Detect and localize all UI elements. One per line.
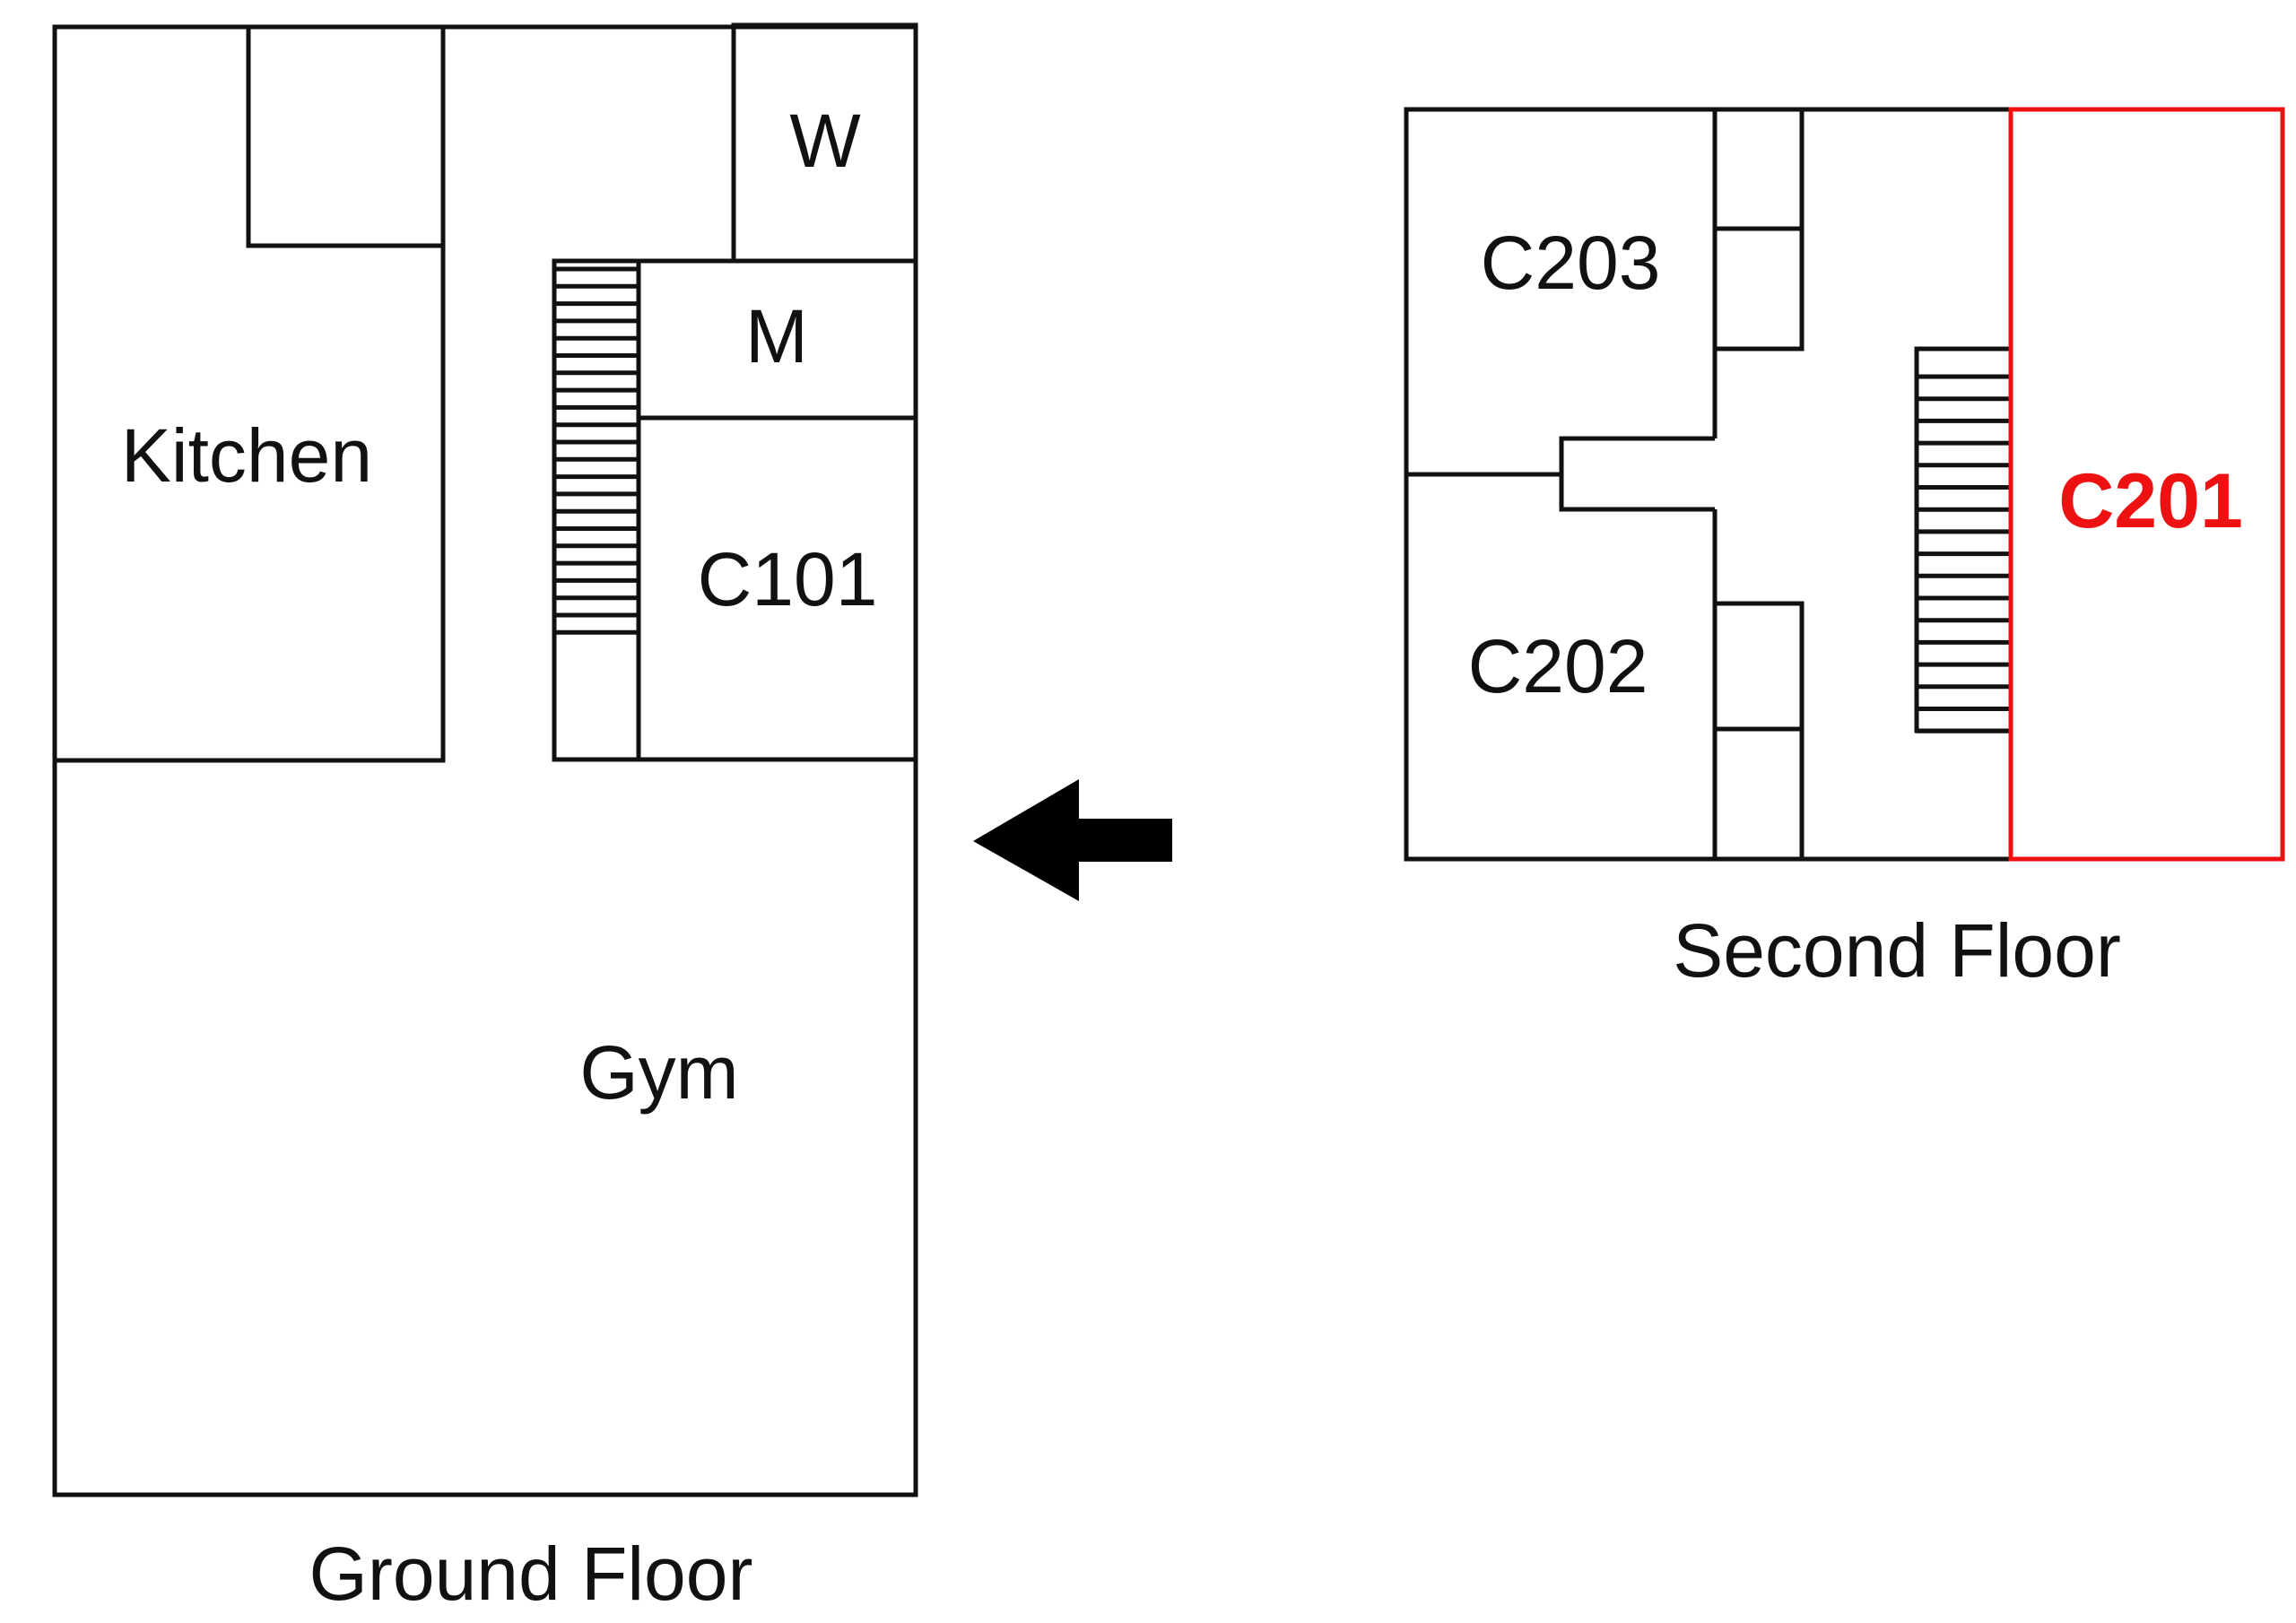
second-stairwell xyxy=(1914,346,2013,733)
closet-lower-2 xyxy=(1712,726,1805,862)
room-c201-highlight xyxy=(2008,107,2285,862)
hall-connector xyxy=(1559,436,1715,512)
ground-floor-caption: Ground Floor xyxy=(309,1532,753,1616)
pantry-room xyxy=(246,24,446,248)
room-label-m: M xyxy=(745,294,808,378)
kitchen-walls xyxy=(55,27,446,763)
ground-floor xyxy=(52,22,918,1497)
second-floor-outline xyxy=(1404,107,2011,862)
second-floor xyxy=(1404,107,2013,862)
closet-lower-1 xyxy=(1712,601,1805,732)
room-label-c201: C201 xyxy=(2058,458,2243,544)
arrow-left-icon xyxy=(973,779,1172,901)
room-label-kitchen: Kitchen xyxy=(121,413,372,498)
room-label-c202: C202 xyxy=(1468,624,1648,708)
closet-upper-1 xyxy=(1712,107,1805,231)
room-label-c203: C203 xyxy=(1481,221,1661,305)
room-label-gym: Gym xyxy=(579,1030,738,1115)
ground-stair-treads xyxy=(554,266,639,635)
second-floor-caption: Second Floor xyxy=(1673,908,2121,993)
closet-upper-2 xyxy=(1712,226,1805,352)
room-label-w: W xyxy=(789,99,860,183)
second-stair-treads xyxy=(1917,374,2011,733)
room-label-c101: C101 xyxy=(698,537,878,621)
